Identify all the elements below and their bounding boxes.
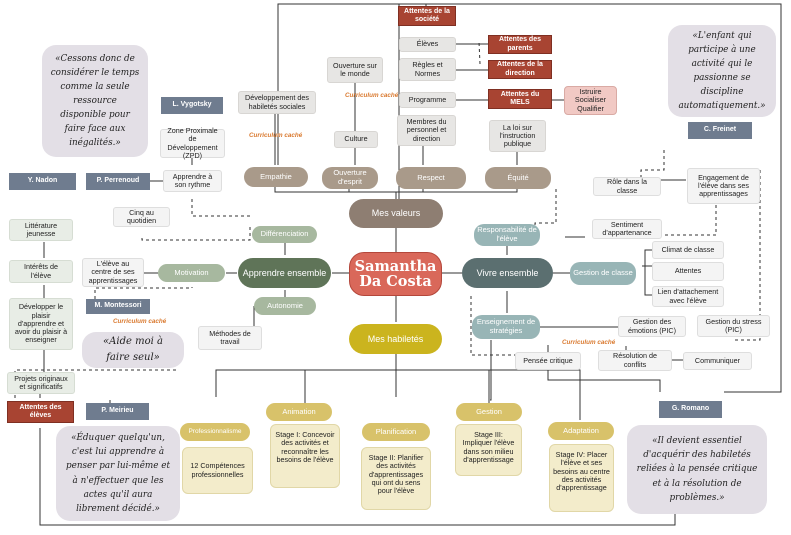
methodes-box: Méthodes de travail	[198, 326, 262, 350]
autonomie-pill: Autonomie	[254, 297, 316, 315]
sentiment-box: Sentiment d'appartenance	[592, 219, 662, 239]
dev-social-box: Développement des habiletés sociales	[238, 91, 316, 114]
communiquer-box: Communiquer	[683, 352, 752, 370]
projets-box: Projets originaux et significatifs	[7, 372, 75, 394]
empathie-pill: Empathie	[244, 167, 308, 187]
direction-box: Attentes de la direction	[488, 60, 552, 79]
pensee-box: Pensée critique	[515, 352, 581, 370]
enseignement-pill: Enseignement de stratégies	[472, 315, 540, 339]
membres-box: Membres du personnel et direction	[397, 115, 456, 146]
istruire-box: Istruire Socialiser Qualifier	[564, 86, 617, 115]
professionnalisme-pill: Professionnalisme	[180, 423, 250, 441]
engagement-box: Engagement de l'élève dans ses apprentis…	[687, 168, 760, 204]
stage1-box: Stage I: Concevoir des activités et reco…	[270, 424, 340, 488]
vygotsky-label: L. Vygotsky	[161, 97, 223, 114]
zpd-box: Zone Proximale de Développement (ZPD)	[160, 126, 225, 159]
perrenoud-label: P. Perrenoud	[86, 173, 150, 190]
eleves-box: Élèves	[399, 37, 456, 52]
gestion-pill: Gestion	[456, 403, 522, 421]
motivation-pill: Motivation	[158, 264, 225, 282]
curriculum-label: Curriculum caché	[113, 318, 167, 325]
eleve-centre-box: L'élève au centre de ses apprentissages	[82, 258, 144, 287]
freinet-label: C. Freinet	[688, 122, 752, 139]
cinq-box: Cinq au quotidien	[113, 207, 170, 227]
respect-pill: Respect	[396, 167, 466, 189]
regles-box: Règles et Normes	[399, 58, 456, 81]
curriculum-label: Curriculum caché	[562, 339, 616, 346]
attentes-eleves-box: Attentes des élèves	[7, 401, 74, 423]
stage2-box: Stage II: Planifier des activités d'appr…	[361, 447, 431, 510]
role-classe-box: Rôle dans la classe	[593, 177, 661, 196]
curriculum-label: Curriculum caché	[345, 92, 399, 99]
montessori-label: M. Montessori	[86, 299, 150, 314]
meirieu-label: P. Meirieu	[86, 403, 149, 420]
center-line2: Da Costa	[359, 273, 432, 290]
attentes-box: Attentes	[652, 262, 724, 281]
equite-pill: Équité	[485, 167, 551, 189]
climat-box: Climat de classe	[652, 241, 724, 259]
hub-habiletes: Mes habiletés	[349, 324, 442, 354]
programme-box: Programme	[399, 92, 456, 108]
ouverture-esprit-pill: Ouverture d'esprit	[322, 167, 378, 189]
adaptation-pill: Adaptation	[548, 422, 614, 440]
differenciation-pill: Différenciation	[252, 226, 317, 243]
stage3-box: Stage III: Impliquer l'élève dans son mi…	[455, 424, 522, 476]
quote-eduquer: «Éduquer quelqu'un, c'est lui apprendre …	[56, 426, 180, 521]
litterature-box: Littérature jeunesse	[9, 219, 73, 241]
hub-apprendre: Apprendre ensemble	[238, 258, 331, 288]
gestion-classe-pill: Gestion de classe	[570, 262, 636, 285]
animation-pill: Animation	[266, 403, 332, 421]
stress-box: Gestion du stress (PIC)	[697, 315, 770, 337]
hub-vivre: Vivre ensemble	[462, 258, 553, 288]
responsabilite-pill: Responsabilité de l'élève	[474, 224, 540, 246]
quote-essentiel: «Il devient essentiel d'acquérir des hab…	[627, 425, 767, 514]
curriculum-label: Curriculum caché	[249, 132, 303, 139]
parents-box: Attentes des parents	[488, 35, 552, 54]
quote-enfant: «L'enfant qui participe à une activité q…	[668, 25, 776, 117]
resolution-box: Résolution de conflits	[598, 350, 672, 371]
hub-valeurs: Mes valeurs	[349, 199, 443, 228]
lien-box: Lien d'attachement avec l'élève	[652, 286, 724, 307]
nadon-label: Y. Nadon	[9, 173, 76, 190]
quote-seul: «Aide moi à faire seul»	[82, 332, 184, 368]
loi-box: La loi sur l'instruction publique	[489, 120, 546, 152]
romano-label: G. Romano	[659, 401, 722, 418]
plaisir-box: Développer le plaisir d'apprendre et avo…	[9, 298, 73, 350]
societe-box: Attentes de la société	[398, 6, 456, 26]
center-name: Samantha Da Costa	[349, 252, 442, 296]
interets-box: Intérêts de l'élève	[9, 260, 73, 283]
culture-box: Culture	[334, 131, 378, 148]
emotions-box: Gestion des émotions (PIC)	[618, 316, 686, 337]
stage4-box: Stage IV: Placer l'élève et ses besoins …	[549, 444, 614, 512]
quote-temps: «Cessons donc de considérer le temps com…	[42, 45, 148, 157]
rythme-box: Apprendre à son rythme	[163, 170, 222, 192]
center-line1: Samantha	[354, 257, 437, 275]
competences-box: 12 Compétences professionnelles	[182, 447, 253, 494]
ouverture-monde-box: Ouverture sur le monde	[327, 57, 383, 83]
mels-box: Attentes du MELS	[488, 89, 552, 109]
planification-pill: Planification	[362, 423, 430, 441]
